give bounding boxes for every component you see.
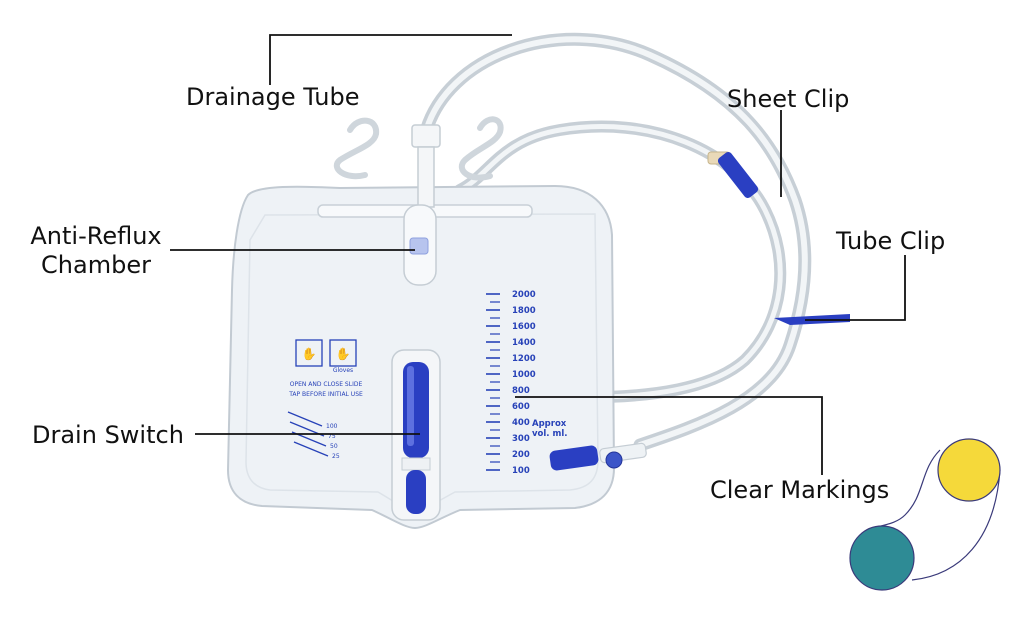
graduation-label: 100	[512, 466, 530, 476]
small-volume-scale: 100 75 50 25	[287, 411, 340, 460]
instruction-line-2: TAP BEFORE INITIAL USE	[288, 391, 363, 398]
instruction-print: ✋ ✋ Gloves OPEN AND CLOSE SLIDE TAP BEFO…	[288, 339, 363, 398]
drain-switch	[391, 349, 441, 521]
graduation-label: 2000	[512, 290, 536, 300]
small-scale-tick	[293, 441, 329, 457]
leader-lines	[170, 34, 906, 475]
label-clear-markings: Clear Markings	[710, 476, 890, 504]
sheet-clip	[707, 151, 759, 199]
teal-circle	[849, 525, 915, 591]
yellow-circle	[937, 438, 1001, 502]
graduation-label: 300	[512, 434, 530, 444]
graduation-label: 1800	[512, 306, 536, 316]
graduation-label: 200	[512, 450, 530, 460]
hanger-hooks	[333, 116, 504, 181]
label-tube-clip: Tube Clip	[836, 227, 946, 255]
tube-end-connector	[549, 442, 647, 471]
leader-drainage-tube	[269, 34, 512, 85]
graduation-label: 600	[512, 402, 530, 412]
label-anti-reflux-line-2: Chamber	[41, 251, 151, 279]
instruction-line-1: OPEN AND CLOSE SLIDE	[290, 381, 363, 388]
label-drain-switch: Drain Switch	[32, 421, 184, 449]
label-anti-reflux-chamber: Anti-Reflux Chamber	[26, 222, 166, 280]
small-scale-label: 75	[328, 433, 336, 440]
label-drainage-tube: Drainage Tube	[186, 83, 360, 111]
decorative-circles	[849, 438, 1001, 591]
graduation-label: 1200	[512, 354, 536, 364]
gloves-icon: ✋	[336, 347, 351, 361]
small-scale-tick	[287, 411, 323, 427]
drainage-tube	[418, 32, 812, 452]
inlet-connector	[411, 124, 441, 208]
small-scale-label: 100	[326, 423, 338, 430]
small-scale-label: 25	[332, 453, 340, 460]
volume-graduation-scale: 2000 1800 1600 1400 1200 1000 800 600 400 300 200 1…	[486, 290, 536, 476]
label-anti-reflux-line-1: Anti-Reflux	[30, 222, 162, 250]
label-sheet-clip: Sheet Clip	[727, 85, 850, 113]
leader-tube-clip	[805, 255, 906, 321]
small-scale-label: 50	[330, 443, 338, 450]
anti-reflux-chamber	[403, 204, 437, 286]
graduation-label: 800	[512, 386, 530, 396]
graduation-label: 1000	[512, 370, 536, 380]
graduation-label: 400	[512, 418, 530, 428]
volume-unit-label: vol. ml.	[532, 429, 567, 439]
graduation-label: 1600	[512, 322, 536, 332]
hand-wash-icon: ✋	[302, 347, 317, 361]
approx-label: Approx	[532, 419, 567, 429]
gloves-label: Gloves	[333, 367, 353, 374]
graduation-label: 1400	[512, 338, 536, 348]
leader-clear-markings	[515, 396, 823, 475]
